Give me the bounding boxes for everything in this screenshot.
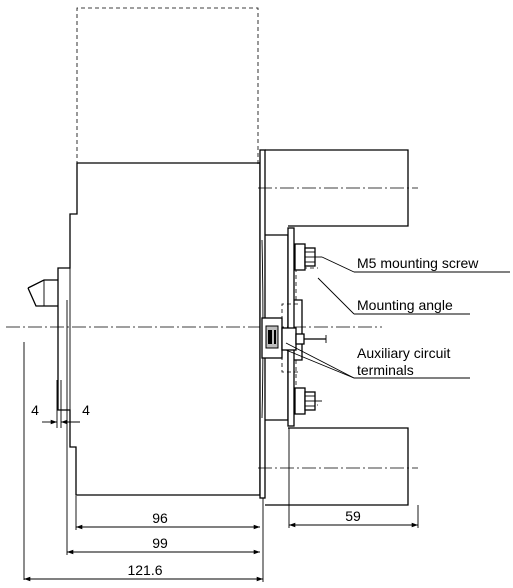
label-aux-circuit-line1: Auxiliary circuit [357,345,450,361]
leader-aux-2 [285,349,355,379]
m5-screw-bottom [294,387,322,415]
terminal-block-bottom [265,427,409,506]
mounting-angle-flange [294,299,303,361]
leader-m5-screw [321,256,355,273]
auxiliary-terminal-connector [261,303,327,373]
label-mounting-angle: Mounting angle [357,297,453,313]
mounting-angle-plate [287,227,295,427]
label-m5-mounting-screw: M5 mounting screw [357,255,479,271]
dim-121-6-label: 121.6 [127,562,162,578]
dim-96-label: 96 [152,510,168,526]
dim-4-left: 4 [31,402,39,418]
dim-59-label: 59 [345,508,361,524]
leader-aux-1 [285,342,355,379]
dim-4-right: 4 [82,402,90,418]
handle-travel-outline [76,7,259,165]
m5-screw-top [294,243,322,271]
breaker-body [57,162,261,496]
leader-mounting-angle [317,277,355,315]
dim-99-label: 99 [152,535,168,551]
label-aux-circuit-line2: terminals [357,362,414,378]
toggle-handle [27,279,58,307]
